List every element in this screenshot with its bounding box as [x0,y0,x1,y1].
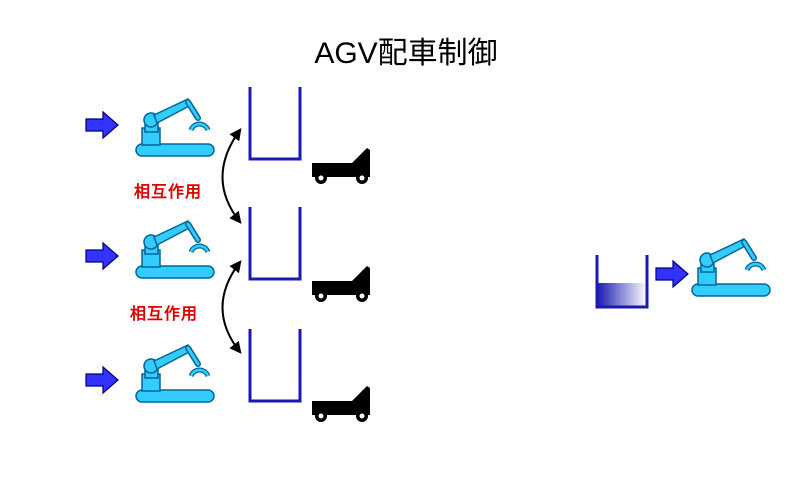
double-arrow-icon [221,260,242,354]
robot-arm-icon [136,221,214,278]
robot-arm-icon [136,99,214,156]
agv-truck-icon [312,386,370,422]
agv-truck-icon [312,266,370,302]
input-arrow-icon [655,260,689,288]
buffer-bin-icon [248,327,302,403]
filled-buffer-bin-icon [595,255,649,309]
input-arrow-icon [85,111,119,139]
interaction-label: 相互作用 [134,182,203,201]
input-arrow-icon [85,366,119,394]
double-arrow-icon [221,128,242,224]
diagram-title: AGV配車制御 [314,37,498,70]
buffer-bin-icon [248,85,302,161]
robot-arm-icon [692,239,770,296]
buffer-bin-icon [248,205,302,281]
interaction-label: 相互作用 [130,304,199,323]
input-arrow-icon [85,242,119,270]
agv-truck-icon [312,148,370,184]
robot-arm-icon [136,345,214,402]
